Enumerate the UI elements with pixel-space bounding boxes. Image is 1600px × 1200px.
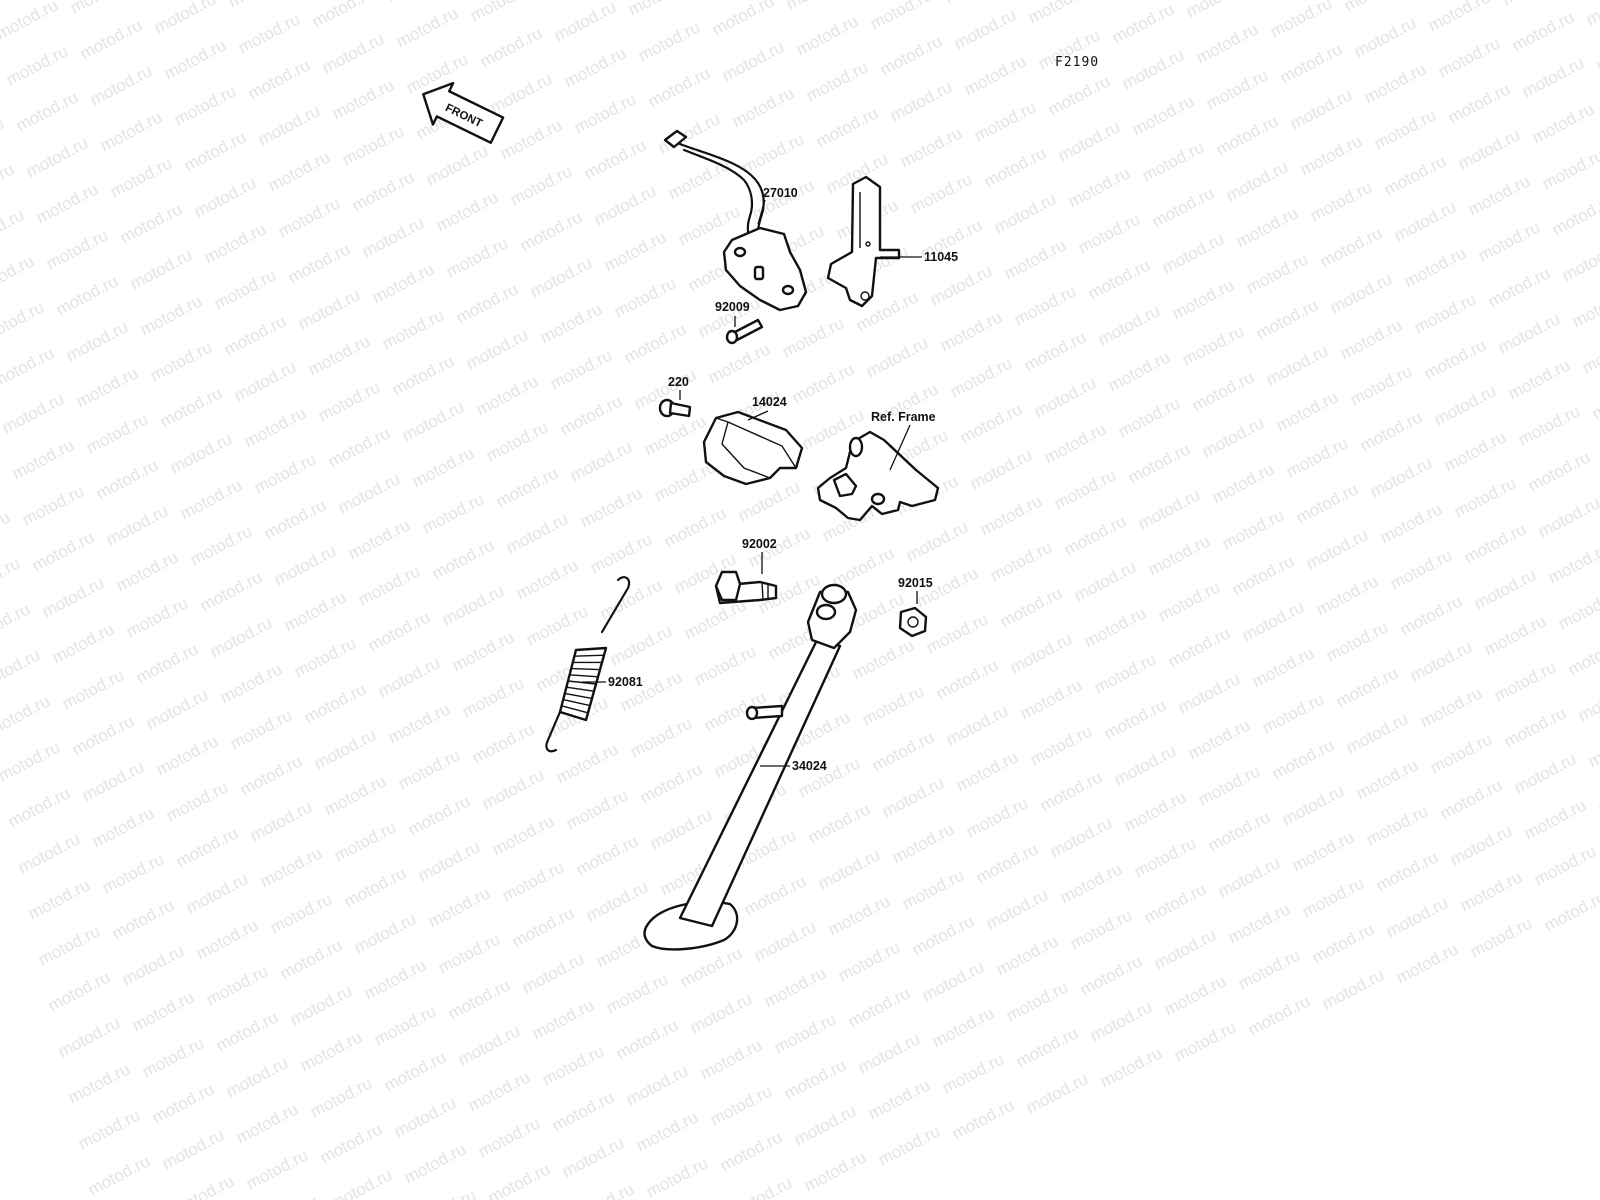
- part-label-27010: 27010: [763, 186, 798, 200]
- cover-bolt: [658, 398, 692, 418]
- part-label-92009: 92009: [715, 300, 750, 314]
- return-spring: [545, 576, 631, 753]
- pivot-bolt: [714, 570, 778, 605]
- part-label-92015: 92015: [898, 576, 933, 590]
- spring-coil: [574, 654, 605, 657]
- switch-cover: [702, 410, 804, 486]
- spring-coil: [563, 698, 591, 707]
- switch-bracket: [826, 175, 901, 308]
- leader-lines: [582, 199, 922, 767]
- spring-coil: [569, 674, 599, 678]
- spring-coil: [559, 711, 587, 721]
- spring-coil: [561, 705, 589, 714]
- spring-coil: [571, 667, 601, 671]
- diagram-code: F2190: [1055, 55, 1099, 70]
- front-arrow-icon: FRONT: [422, 81, 505, 144]
- frame-mount-bracket: [816, 430, 940, 522]
- part-label-14024: 14024: [752, 395, 787, 409]
- part-label-11045: 11045: [924, 250, 958, 264]
- switch-screw: [725, 318, 764, 345]
- spring-coil: [564, 692, 593, 700]
- spring-coil: [566, 686, 595, 692]
- part-label-ref-frame: Ref. Frame: [871, 410, 936, 424]
- pivot-nut: [898, 606, 928, 638]
- part-label-92081: 92081: [608, 675, 643, 689]
- side-stand: [643, 583, 858, 951]
- part-label-220: 220: [668, 375, 689, 389]
- part-label-34024: 34024: [792, 759, 827, 773]
- spring-coil: [575, 647, 607, 651]
- part-label-92002: 92002: [742, 537, 777, 551]
- side-stand-switch: [663, 129, 808, 312]
